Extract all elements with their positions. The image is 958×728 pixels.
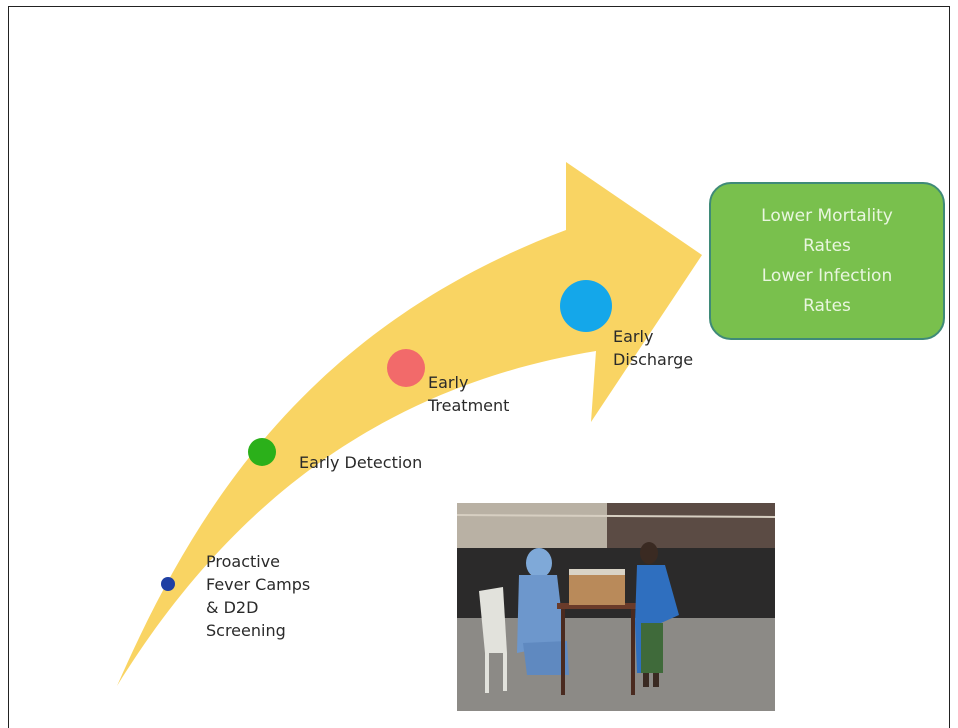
stage-label-discharge: Early Discharge	[613, 327, 694, 369]
stage-label-detection: Early Detection	[299, 453, 423, 472]
slide-frame	[8, 6, 950, 728]
outcome-line: Lower Mortality	[761, 206, 893, 226]
outcome-line: Rates	[803, 296, 851, 316]
outcome-line: Rates	[803, 236, 851, 256]
stage-label-treatment: Early Treatment	[428, 373, 510, 415]
curved-arrow	[117, 162, 702, 686]
screening-camp-photo	[457, 503, 775, 711]
stage-dot-detection	[248, 438, 276, 466]
stage-dot-discharge	[560, 280, 612, 332]
stage-dot-treatment	[387, 349, 425, 387]
outcome-box: Lower Mortality Rates Lower Infection Ra…	[709, 182, 945, 340]
stage-dot-screening	[161, 577, 175, 591]
outcome-line: Lower Infection	[761, 266, 893, 286]
stage-label-screening: Proactive Fever Camps & D2D Screening	[206, 552, 311, 640]
